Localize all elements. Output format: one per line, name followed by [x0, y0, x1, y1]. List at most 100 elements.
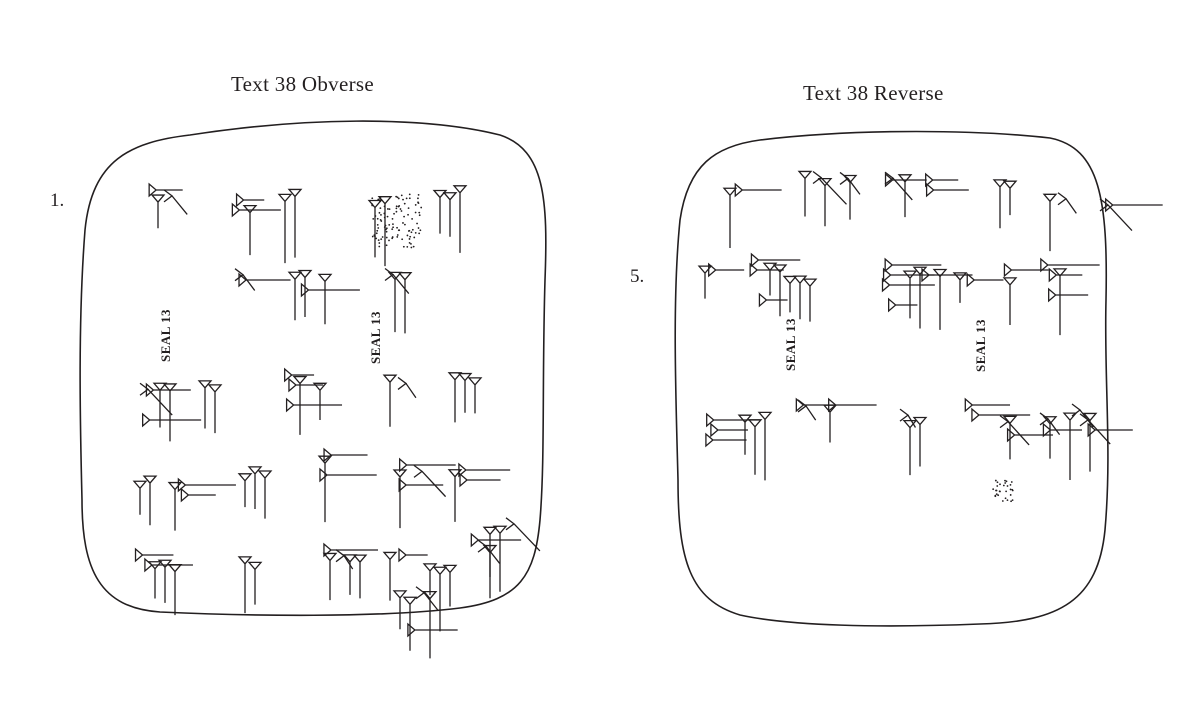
- wedge: [912, 416, 928, 467]
- wedge: [134, 547, 174, 563]
- wedge: [392, 590, 408, 630]
- wedge: [747, 419, 763, 475]
- wedge: [884, 257, 942, 273]
- wedge: [459, 472, 501, 488]
- wedge: [762, 262, 778, 296]
- wedge: [457, 372, 473, 413]
- wedge: [1052, 268, 1068, 336]
- wedge: [397, 272, 413, 334]
- reverse-line-number: 5.: [630, 266, 645, 287]
- wedge: [142, 412, 202, 428]
- wedge: [881, 277, 935, 293]
- reverse-seal-label-1: SEAL 13: [783, 318, 798, 371]
- wedge: [1002, 415, 1018, 460]
- wedge: [319, 467, 377, 483]
- wedge: [163, 189, 188, 215]
- wedge: [1042, 193, 1058, 252]
- wedge: [797, 170, 813, 217]
- wedge: [452, 185, 468, 253]
- damaged-area-stipple: [371, 193, 1014, 503]
- wedge: [413, 464, 447, 498]
- wedge: [387, 271, 403, 333]
- wedge: [971, 407, 1031, 423]
- wedge: [415, 586, 439, 611]
- wedge: [470, 532, 522, 548]
- cuneiform-signs: [132, 170, 1163, 659]
- wedge: [422, 590, 438, 659]
- wedge: [902, 420, 918, 476]
- wedge: [722, 187, 738, 248]
- wedge: [897, 174, 913, 218]
- obverse-title: Text 38 Obverse: [231, 72, 374, 96]
- wedge: [467, 377, 483, 414]
- wedge: [234, 268, 256, 291]
- wedge: [1079, 413, 1111, 445]
- wedge: [277, 193, 293, 264]
- wedge: [447, 372, 463, 423]
- wedge: [758, 292, 788, 308]
- wedge: [382, 374, 398, 427]
- wedge: [482, 544, 498, 599]
- wedge: [1087, 422, 1133, 438]
- wedge: [782, 275, 798, 313]
- wedge: [1002, 277, 1018, 326]
- wedge: [737, 414, 753, 455]
- wedge: [242, 204, 258, 256]
- wedge: [177, 477, 236, 493]
- wedge: [352, 554, 368, 599]
- wedge: [207, 384, 223, 434]
- wedge: [237, 556, 253, 614]
- wedge: [952, 272, 968, 303]
- wedge: [237, 473, 253, 508]
- wedge: [822, 404, 838, 443]
- wedge: [142, 475, 158, 526]
- wedge: [257, 470, 273, 519]
- wedge: [148, 182, 183, 198]
- wedge: [458, 462, 511, 478]
- wedge: [757, 411, 773, 481]
- wedge: [899, 408, 917, 428]
- wedge: [157, 559, 173, 603]
- wedge: [197, 380, 213, 429]
- wedge: [162, 383, 178, 442]
- wedge: [925, 172, 959, 188]
- wedge: [1057, 192, 1077, 214]
- wedge: [317, 455, 333, 523]
- wedge: [812, 171, 847, 205]
- wedge: [432, 189, 448, 234]
- wedge: [492, 525, 508, 592]
- wedge: [921, 267, 973, 283]
- wedge: [247, 561, 263, 605]
- wedge: [966, 272, 1004, 288]
- wedge: [397, 376, 417, 399]
- wedge: [932, 268, 948, 330]
- wedge: [377, 196, 393, 267]
- wedge: [402, 596, 418, 651]
- wedge: [317, 273, 333, 325]
- wedge: [999, 415, 1030, 446]
- wedge: [1105, 197, 1163, 213]
- wedge: [1062, 412, 1078, 481]
- wedge: [964, 397, 1011, 413]
- wedge: [322, 552, 338, 601]
- wedge: [1048, 267, 1083, 283]
- wedge: [132, 480, 148, 515]
- wedge: [750, 252, 801, 268]
- wedge: [708, 262, 745, 278]
- wedge: [284, 367, 315, 383]
- obverse-tablet-outline: [79, 120, 547, 617]
- wedge: [292, 375, 308, 435]
- wedge: [772, 264, 788, 317]
- wedge: [238, 272, 291, 288]
- wedge: [912, 266, 928, 329]
- wedge: [167, 563, 183, 616]
- wedge: [422, 563, 438, 596]
- wedge: [705, 432, 747, 448]
- obverse-seal-label-2: SEAL 13: [368, 311, 383, 364]
- wedge: [152, 382, 168, 428]
- wedge: [297, 269, 313, 317]
- wedge: [382, 551, 398, 601]
- obverse-line-number: 1.: [50, 190, 65, 211]
- wedge: [884, 171, 913, 201]
